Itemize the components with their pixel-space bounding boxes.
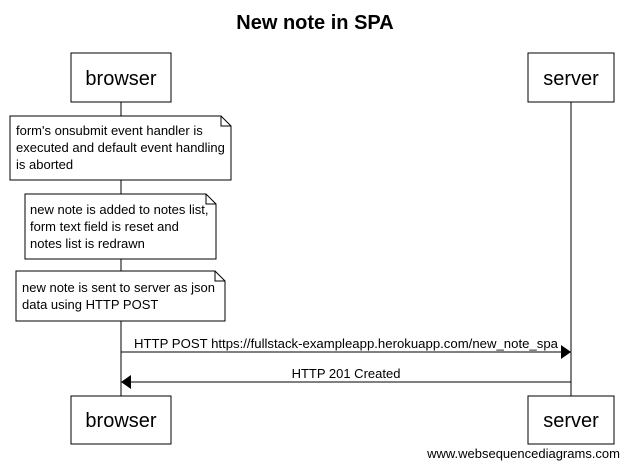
note-onsubmit: form's onsubmit event handler is execute…: [9, 115, 232, 181]
participant-browser-top-label: browser: [85, 68, 156, 90]
note-redraw-line-2: form text field is reset and: [30, 219, 179, 234]
note-onsubmit-line-3: is aborted: [16, 157, 73, 172]
participant-server-bottom-label: server: [543, 410, 599, 432]
note-redraw: new note is added to notes list, form te…: [24, 193, 217, 260]
arrowhead-right-icon: [561, 345, 571, 359]
arrowhead-left-icon: [121, 375, 131, 389]
watermark-link[interactable]: www.websequencediagrams.com: [426, 446, 620, 461]
participant-server-bottom: server: [527, 395, 615, 445]
note-send-json-line-2: data using HTTP POST: [22, 297, 158, 312]
note-redraw-line-3: notes list is redrawn: [30, 236, 145, 251]
note-onsubmit-line-1: form's onsubmit event handler is: [16, 123, 203, 138]
note-onsubmit-line-2: executed and default event handling: [16, 140, 225, 155]
participant-browser-bottom-label: browser: [85, 410, 156, 432]
message-http-201-label: HTTP 201 Created: [292, 366, 401, 381]
message-http-201: HTTP 201 Created: [121, 366, 571, 389]
diagram-title: New note in SPA: [236, 12, 393, 34]
note-send-json: new note is sent to server as json data …: [15, 270, 226, 322]
message-http-post-label: HTTP POST https://fullstack-exampleapp.h…: [134, 336, 559, 351]
note-redraw-line-1: new note is added to notes list,: [30, 202, 209, 217]
participant-browser-top: browser: [70, 52, 172, 103]
participant-browser-bottom: browser: [70, 395, 172, 445]
participant-server-top-label: server: [543, 68, 599, 90]
message-http-post: HTTP POST https://fullstack-exampleapp.h…: [121, 336, 571, 359]
participant-server-top: server: [527, 52, 615, 103]
note-send-json-line-1: new note is sent to server as json: [22, 280, 215, 295]
